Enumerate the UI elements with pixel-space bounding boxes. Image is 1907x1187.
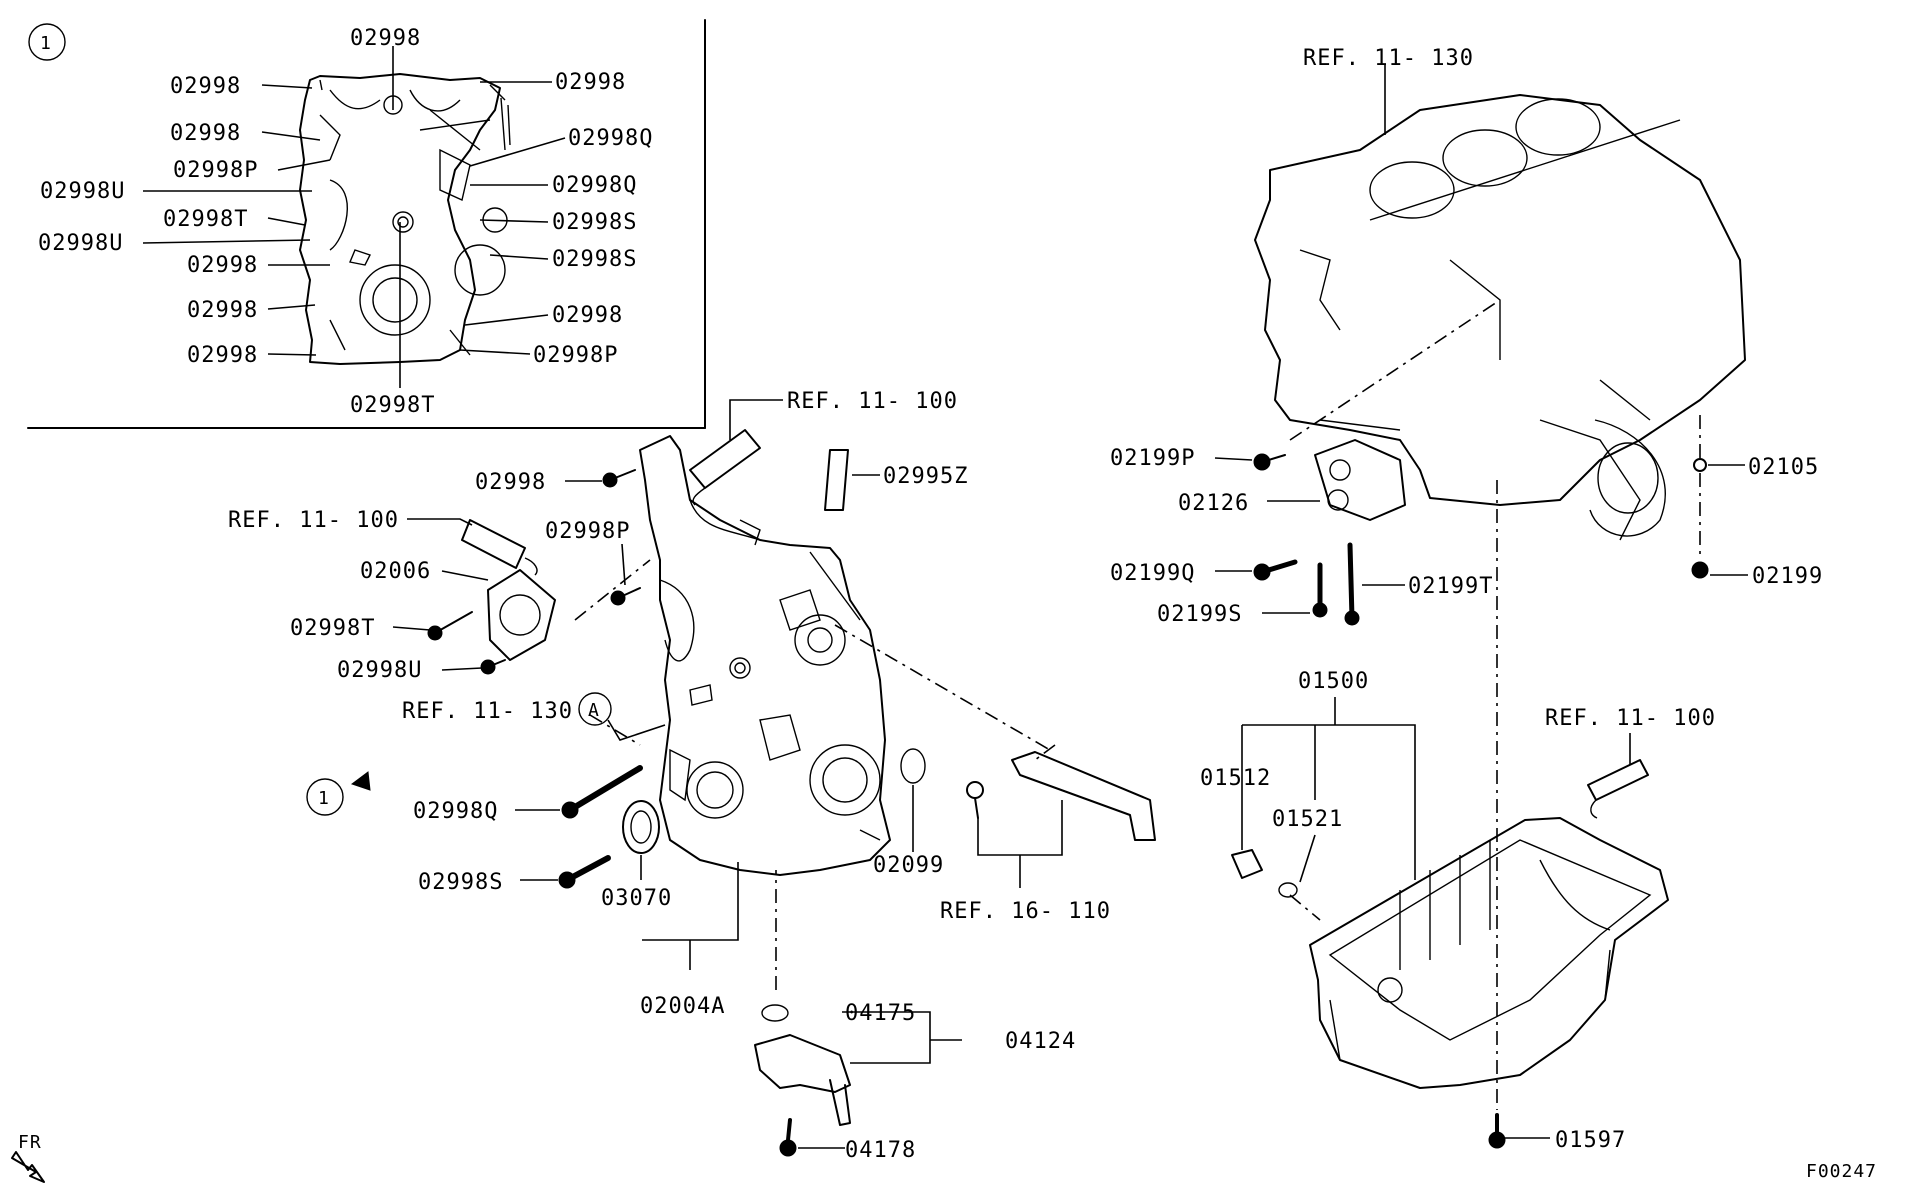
inset-label-02998S-right-2: 02998S — [552, 247, 637, 272]
label-02998[interactable]: 02998 — [475, 470, 546, 495]
label-02105[interactable]: 02105 — [1748, 455, 1819, 480]
label-02998P[interactable]: 02998P — [545, 519, 630, 544]
inset-callout-marker[interactable]: 1 — [28, 23, 66, 61]
label-02998S[interactable]: 02998S — [418, 870, 503, 895]
inset-panel: 1 — [27, 19, 706, 429]
bolt-02199T — [1344, 542, 1360, 626]
dowel-pin — [824, 449, 849, 511]
label-02998U[interactable]: 02998U — [337, 658, 422, 683]
bolt-02998Q — [561, 765, 643, 819]
label-02998Q[interactable]: 02998Q — [413, 799, 498, 824]
bolt-01597 — [1488, 1113, 1506, 1149]
gasket-01521 — [1278, 882, 1298, 898]
label-02199Q[interactable]: 02199Q — [1110, 561, 1195, 586]
inset-label-02998Q-right-2: 02998Q — [552, 173, 637, 198]
small-parts — [427, 429, 1156, 1157]
svg-text:1: 1 — [318, 788, 330, 809]
inset-label-02998-left-1: 02998 — [170, 74, 241, 99]
svg-text:FR: FR — [18, 1132, 42, 1153]
inset-label-02998-left-3: 02998 — [187, 253, 258, 278]
label-02099[interactable]: 02099 — [873, 853, 944, 878]
label-ref-11-130-b[interactable]: REF. 11- 130 — [1303, 46, 1474, 71]
o-ring-02099 — [900, 748, 926, 784]
view-marker[interactable]: 1 — [306, 771, 371, 816]
inset-label-02998P-right: 02998P — [533, 343, 618, 368]
label-02126[interactable]: 02126 — [1178, 491, 1249, 516]
label-01597[interactable]: 01597 — [1555, 1128, 1626, 1153]
inset-label-02998-left-4: 02998 — [187, 298, 258, 323]
bolt-02998 — [602, 469, 636, 488]
bolt-02199Q — [1253, 559, 1298, 581]
front-direction-indicator: FR — [11, 1132, 45, 1183]
inset-label-02998T-bottom: 02998T — [350, 393, 435, 418]
bolt-02998T — [427, 611, 473, 641]
label-02199[interactable]: 02199 — [1752, 564, 1823, 589]
bolt-02998U — [480, 659, 506, 675]
bracket-16-110 — [1011, 751, 1156, 841]
engine-parts — [1253, 439, 1709, 626]
label-02998T[interactable]: 02998T — [290, 616, 375, 641]
label-ref-11-100-b[interactable]: REF. 11- 100 — [228, 508, 399, 533]
label-ref-16-110[interactable]: REF. 16- 110 — [940, 899, 1111, 924]
bolt-02199P — [1253, 453, 1286, 471]
sealant-tube-c — [1587, 759, 1649, 801]
bolt-02998S — [558, 855, 611, 889]
bolt-02199 — [1691, 561, 1709, 579]
label-01500[interactable]: 01500 — [1298, 669, 1369, 694]
bolt-04178 — [779, 1118, 797, 1157]
sensor-04124 — [754, 1034, 851, 1093]
sealant-tube-b — [461, 519, 526, 569]
label-ref-11-130-a[interactable]: REF. 11- 130 — [402, 699, 573, 724]
label-04178[interactable]: 04178 — [845, 1138, 916, 1163]
label-02199S[interactable]: 02199S — [1157, 602, 1242, 627]
label-02199T[interactable]: 02199T — [1408, 574, 1493, 599]
cylinder-block-illustration — [1254, 94, 1746, 1110]
inset-label-02998-right-1: 02998 — [555, 70, 626, 95]
inset-label-02998U-left-1: 02998U — [40, 179, 125, 204]
label-ref-11-100-a[interactable]: REF. 11- 100 — [787, 389, 958, 414]
figure-code: F00247 — [1806, 1161, 1877, 1182]
label-01512[interactable]: 01512 — [1200, 766, 1271, 791]
o-ring-04175 — [761, 1004, 789, 1022]
bolt-02199S — [1312, 562, 1328, 618]
svg-text:A: A — [588, 700, 600, 721]
inset-label-02998-left-2: 02998 — [170, 121, 241, 146]
label-02006[interactable]: 02006 — [360, 559, 431, 584]
inset-label-02998Q-right-1: 02998Q — [568, 126, 653, 151]
label-04175[interactable]: 04175 — [845, 1001, 916, 1026]
svg-text:1: 1 — [40, 33, 52, 54]
inset-label-02998T-left: 02998T — [163, 207, 248, 232]
inset-label-02998P-left: 02998P — [173, 158, 258, 183]
oil-pan-parts — [1231, 759, 1649, 1149]
detail-marker-a[interactable]: A — [578, 692, 612, 726]
label-02004A[interactable]: 02004A — [640, 994, 725, 1019]
label-01521[interactable]: 01521 — [1272, 807, 1343, 832]
engine-leader-lines — [1214, 65, 1748, 614]
oil-pan-leader-lines — [1241, 697, 1631, 1139]
bolt-02105 — [1693, 458, 1707, 472]
inset-leader-lines — [142, 46, 566, 388]
oil-seal-03070 — [622, 800, 660, 854]
bracket-02126 — [1314, 439, 1406, 521]
gasket-02006 — [487, 569, 556, 661]
sealant-tube-a — [689, 429, 761, 489]
timing-cover-illustration — [639, 435, 891, 876]
inset-label-02998-left-5: 02998 — [187, 343, 258, 368]
inset-timing-cover-illustration — [299, 73, 511, 365]
inset-label-02998U-left-2: 02998U — [38, 231, 123, 256]
main-leader-lines — [392, 399, 1063, 1149]
label-ref-11-100-c[interactable]: REF. 11- 100 — [1545, 706, 1716, 731]
label-02995Z[interactable]: 02995Z — [883, 464, 968, 489]
label-02199P[interactable]: 02199P — [1110, 446, 1195, 471]
inset-label-02998-right-2: 02998 — [552, 303, 623, 328]
label-04124[interactable]: 04124 — [1005, 1029, 1076, 1054]
inset-label-02998-top: 02998 — [350, 26, 421, 51]
bracket-bolt — [966, 781, 984, 819]
bolt-02998P — [610, 587, 641, 606]
inset-label-02998S-right-1: 02998S — [552, 210, 637, 235]
oil-pan-illustration — [1309, 817, 1669, 1089]
drain-plug-01512 — [1231, 849, 1263, 879]
label-03070[interactable]: 03070 — [601, 886, 672, 911]
